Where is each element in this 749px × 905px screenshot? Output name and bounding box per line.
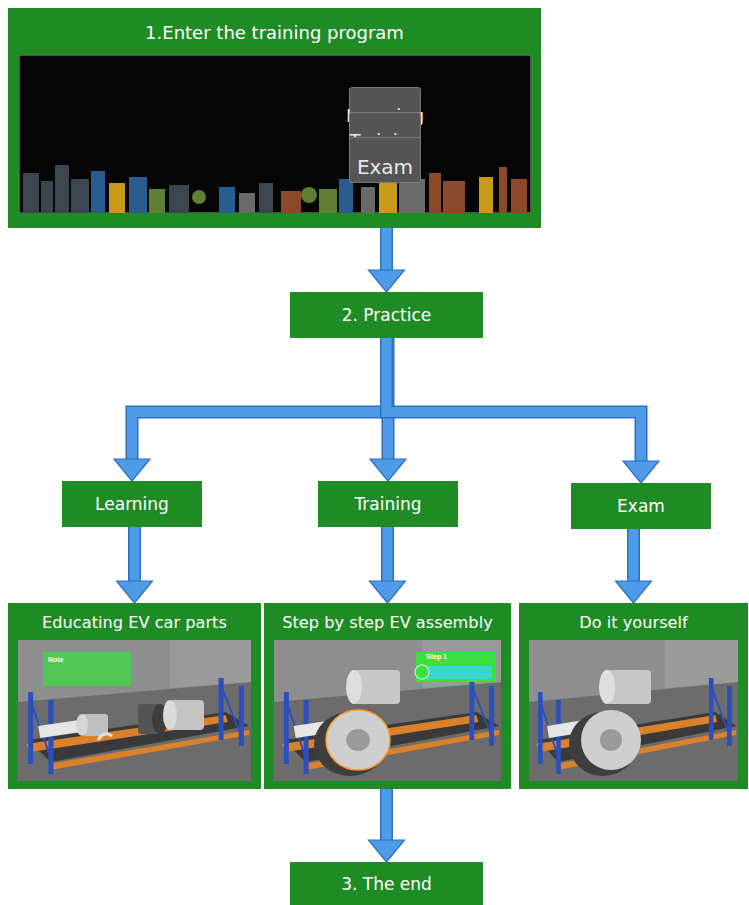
arrow-shaft — [629, 529, 639, 582]
box-title: Learning — [89, 494, 175, 514]
arrow-head — [370, 581, 406, 603]
arrow-head — [623, 461, 659, 483]
process-box: 2. Practice — [290, 292, 483, 338]
arrow-shaft — [382, 789, 392, 841]
arrow-head — [114, 459, 150, 481]
screenshot-panel: Educating EV car partsNote — [8, 603, 261, 789]
mode-box: Learning — [62, 481, 202, 527]
menu-button: Exam — [349, 137, 421, 183]
arrow-outline — [381, 527, 394, 582]
block-arrow — [114, 338, 387, 481]
exam-screenshot — [529, 640, 738, 781]
arrow-shaft — [132, 338, 387, 460]
step-label: Step 1 — [426, 653, 447, 660]
arrow-head — [117, 581, 153, 603]
mode-box: Training — [318, 481, 458, 527]
menu-screenshot — [19, 55, 531, 213]
arrow-shaft — [130, 527, 140, 582]
box-title: 2. Practice — [336, 305, 438, 325]
arrow-outline — [380, 228, 393, 271]
mode-box: Exam — [571, 483, 711, 529]
arrow-head — [616, 581, 652, 603]
arrow-shaft — [382, 228, 392, 271]
box-title: 1.Enter the training program — [8, 8, 541, 43]
arrow-shaft — [387, 338, 642, 462]
box-title: Step by step EV assembly — [264, 603, 511, 632]
block-arrow — [370, 527, 406, 603]
box-title: Do it yourself — [519, 603, 748, 632]
block-arrow — [369, 789, 405, 862]
arrow-shaft — [383, 527, 393, 582]
box-title: 3. The end — [335, 874, 438, 894]
block-arrow — [387, 338, 660, 483]
block-arrow — [369, 228, 405, 292]
block-arrow — [117, 527, 153, 603]
arrow-head — [370, 459, 406, 481]
box-title: Educating EV car parts — [8, 603, 261, 632]
button-label: Exam — [357, 141, 413, 179]
block-arrow — [616, 529, 652, 603]
arrow-outline — [387, 338, 642, 462]
arrow-head — [369, 840, 405, 862]
screenshot-panel: Do it yourself — [519, 603, 748, 789]
process-box: 3. The end — [290, 862, 483, 905]
box-title: Training — [348, 494, 427, 514]
arrow-outline — [132, 338, 387, 460]
arrow-head — [369, 270, 405, 292]
screenshot-panel: Step by step EV assemblyStep 1 — [264, 603, 511, 789]
assembly-screenshot — [274, 640, 501, 781]
note-label: Note — [48, 656, 64, 663]
arrow-outline — [380, 789, 393, 841]
arrow-outline — [627, 529, 640, 582]
arrow-outline — [128, 527, 141, 582]
menu-panel: 1.Enter the training programLearningTrai… — [8, 8, 541, 228]
box-title: Exam — [611, 496, 671, 516]
